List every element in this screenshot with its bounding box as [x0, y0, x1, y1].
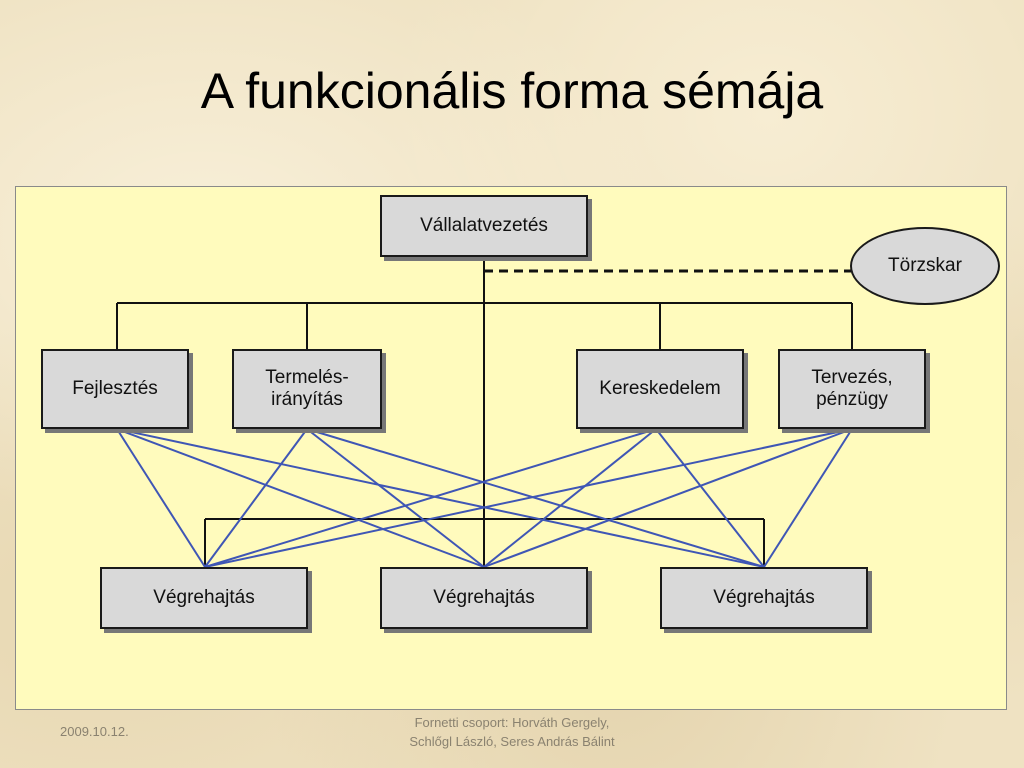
node-vegrehajtas-3: Végrehajtás: [660, 567, 868, 629]
org-chart-connectors: [116, 257, 853, 568]
node-vallalatvezetes: Vállalatvezetés: [380, 195, 588, 257]
node-kereskedelem: Kereskedelem: [576, 349, 744, 429]
node-torzskar: Törzskar: [850, 227, 1000, 305]
link-tpe-exec3: [763, 428, 853, 568]
slide-title: A funkcionális forma sémája: [200, 63, 824, 119]
node-label: Végrehajtás: [713, 587, 815, 609]
node-label-line1: Termelés-: [265, 367, 349, 389]
node-label-line1: Tervezés,: [811, 367, 893, 389]
org-chart-panel: Vállalatvezetés Törzskar Fejlesztés Term…: [15, 186, 1007, 710]
link-ker-exec1: [204, 428, 657, 568]
link-tpe-exec1: [204, 428, 853, 568]
node-label: Kereskedelem: [599, 378, 721, 400]
footer-credit-line1: Fornetti csoport: Horváth Gergely,: [414, 715, 610, 730]
link-tpe-exec2: [483, 428, 853, 568]
node-fejlesztes: Fejlesztés: [41, 349, 189, 429]
node-label: Törzskar: [888, 255, 962, 276]
link-ter-exec3: [306, 428, 765, 568]
node-termeles-iranyitas: Termelés- irányítás: [232, 349, 382, 429]
node-label: Végrehajtás: [433, 587, 535, 609]
footer-credit-line2: Schlőgl László, Seres András Bálint: [409, 733, 615, 749]
node-tervezes-penzugy: Tervezés, pénzügy: [778, 349, 926, 429]
footer-date: 2009.10.12.: [60, 724, 129, 739]
footer-credit: Fornetti csoport: Horváth Gergely, Schlő…: [362, 714, 662, 752]
node-label: Végrehajtás: [153, 587, 255, 609]
node-label-line2: irányítás: [271, 389, 343, 410]
node-label: Fejlesztés: [72, 378, 158, 400]
node-label-line2: pénzügy: [816, 389, 888, 410]
link-fej-exec2: [116, 428, 485, 568]
link-ter-exec1: [204, 428, 308, 568]
link-ker-exec2: [483, 428, 657, 568]
node-label: Vállalatvezetés: [420, 215, 548, 237]
link-ker-exec3: [655, 428, 765, 568]
link-fej-exec1: [116, 428, 206, 568]
node-vegrehajtas-1: Végrehajtás: [100, 567, 308, 629]
link-ter-exec2: [306, 428, 485, 568]
node-vegrehajtas-2: Végrehajtás: [380, 567, 588, 629]
link-fej-exec3: [116, 428, 765, 568]
